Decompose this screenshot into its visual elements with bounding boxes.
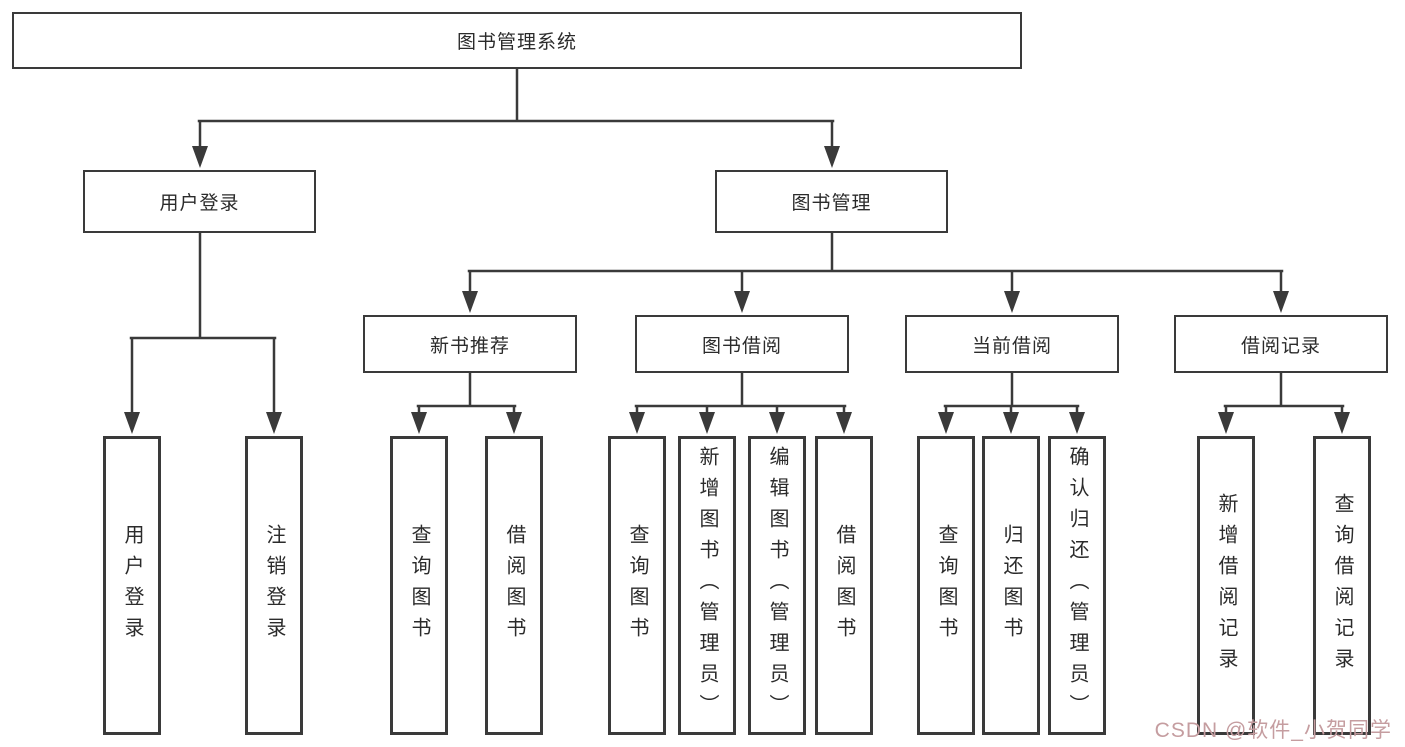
leaf-logout: 注销登录 [245,436,303,735]
leaf-borrow-books: 借阅图书 [815,436,873,735]
node-label: 用户登录 [159,193,240,214]
node-label: 图书借阅 [701,335,782,357]
leaf-label: 借阅图书 [503,523,525,648]
leaf-label: 查询借阅记录 [1331,492,1353,679]
leaf-label: 查询图书 [408,523,430,648]
node-new-book-recommend: 新书推荐 [363,315,577,373]
node-label: 借阅记录 [1240,335,1321,357]
leaf-label: 查询图书 [626,523,648,648]
leaf-label: 用户登录 [121,523,143,648]
leaf-add-borrow-record: 新增借阅记录 [1197,436,1255,735]
leaf-return-book: 归还图书 [982,436,1040,735]
node-label: 当前借阅 [971,335,1052,357]
leaf-add-book-admin: 新增图书（管理员） [678,436,736,735]
node-current-borrow: 当前借阅 [905,315,1119,373]
leaf-label: 归还图书 [1000,523,1022,648]
leaf-label: 新增图书（管理员） [696,446,718,725]
node-library-management-system: 图书管理系统 [12,12,1022,69]
leaf-label: 查询图书 [935,523,957,648]
leaf-label: 注销登录 [263,523,285,648]
node-label: 图书管理 [791,193,872,214]
csdn-watermark: CSDN @软件_小贺同学 [1154,719,1392,742]
leaf-confirm-return-admin: 确认归还（管理员） [1048,436,1106,735]
node-book-management: 图书管理 [715,170,948,233]
node-user-login: 用户登录 [83,170,316,233]
leaf-label: 确认归还（管理员） [1066,446,1088,725]
leaf-query-books-current: 查询图书 [917,436,975,735]
leaf-query-books-recommend: 查询图书 [390,436,448,735]
leaf-user-login: 用户登录 [103,436,161,735]
leaf-label: 编辑图书（管理员） [766,446,788,725]
leaf-edit-book-admin: 编辑图书（管理员） [748,436,806,735]
leaf-label: 借阅图书 [833,523,855,648]
node-borrow-records: 借阅记录 [1174,315,1388,373]
leaf-query-books-borrow: 查询图书 [608,436,666,735]
node-label: 图书管理系统 [456,32,577,53]
leaf-label: 新增借阅记录 [1215,492,1237,679]
leaf-borrow-books-recommend: 借阅图书 [485,436,543,735]
node-book-borrow: 图书借阅 [635,315,849,373]
node-label: 新书推荐 [429,335,510,357]
leaf-query-borrow-record: 查询借阅记录 [1313,436,1371,735]
